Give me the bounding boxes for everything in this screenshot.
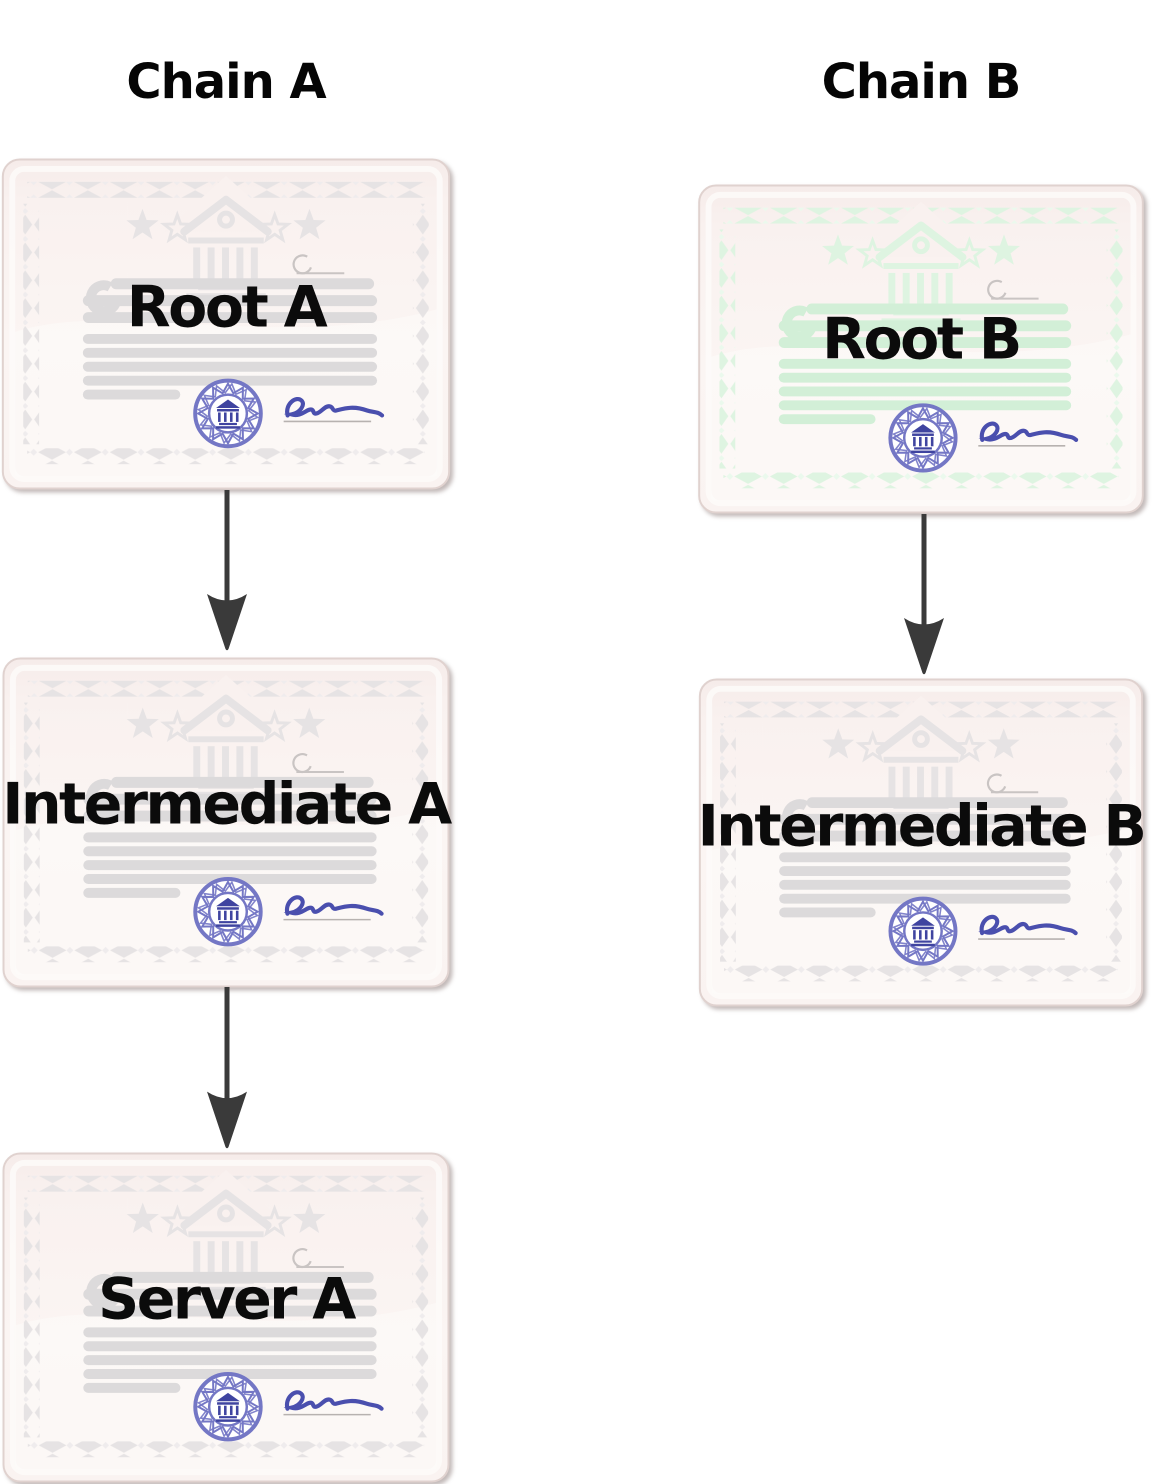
down-arrow-icon-intermediate-a-to-server-a	[205, 987, 249, 1150]
down-arrow-icon-root-a-to-intermediate-a	[205, 490, 249, 652]
chain-a-title: Chain A	[126, 54, 326, 110]
down-arrow-icon-root-b-to-intermediate-b	[902, 514, 946, 676]
certificate-server-a: Server A	[0, 1152, 452, 1483]
certificate-label-intermediate-b: Intermediate B	[697, 793, 1147, 860]
chain-b-title: Chain B	[821, 54, 1022, 110]
certificate-intermediate-b: Intermediate B	[696, 678, 1147, 1007]
certificate-label-root-a: Root A	[126, 274, 328, 341]
certificate-label-root-b: Root B	[822, 306, 1022, 373]
certificate-label-server-a: Server A	[98, 1266, 356, 1333]
certificate-root-a: Root A	[0, 158, 452, 490]
certificate-label-intermediate-a: Intermediate A	[2, 771, 452, 838]
certificate-intermediate-a: Intermediate A	[0, 657, 452, 988]
certificate-root-b: Root B	[696, 184, 1146, 514]
